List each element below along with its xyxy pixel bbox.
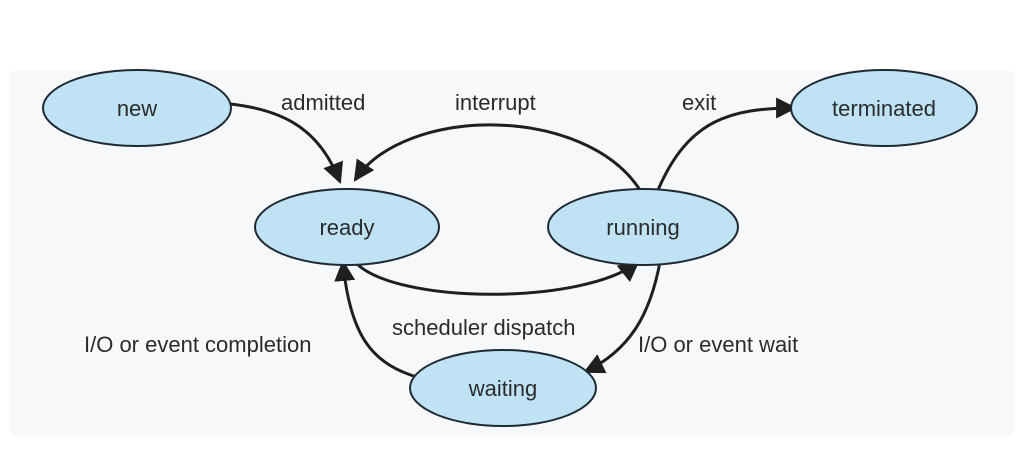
state-running: running	[547, 188, 739, 266]
transition-dispatch-arrow	[353, 260, 640, 296]
transition-io-wait-arrow	[583, 261, 662, 374]
transition-admitted-arrow	[229, 102, 344, 184]
state-ready-label: ready	[319, 215, 374, 240]
state-new: new	[42, 69, 232, 147]
state-waiting: waiting	[409, 349, 597, 427]
state-ready: ready	[254, 188, 440, 266]
label-admitted: admitted	[281, 90, 365, 115]
label-interrupt: interrupt	[455, 90, 536, 115]
transition-exit-arrow	[656, 97, 798, 191]
state-terminated: terminated	[790, 69, 978, 147]
label-scheduler-dispatch: scheduler dispatch	[392, 315, 575, 340]
transition-io-completion-arrow	[334, 259, 421, 380]
label-io-event-wait: I/O or event wait	[638, 332, 798, 357]
label-io-event-completion: I/O or event completion	[84, 332, 311, 357]
label-exit: exit	[682, 90, 716, 115]
state-waiting-label: waiting	[468, 376, 537, 401]
state-running-label: running	[606, 215, 679, 240]
state-new-label: new	[117, 96, 157, 121]
transition-interrupt-arrow	[353, 123, 642, 191]
diagram-background	[10, 70, 1014, 435]
state-terminated-label: terminated	[832, 96, 936, 121]
